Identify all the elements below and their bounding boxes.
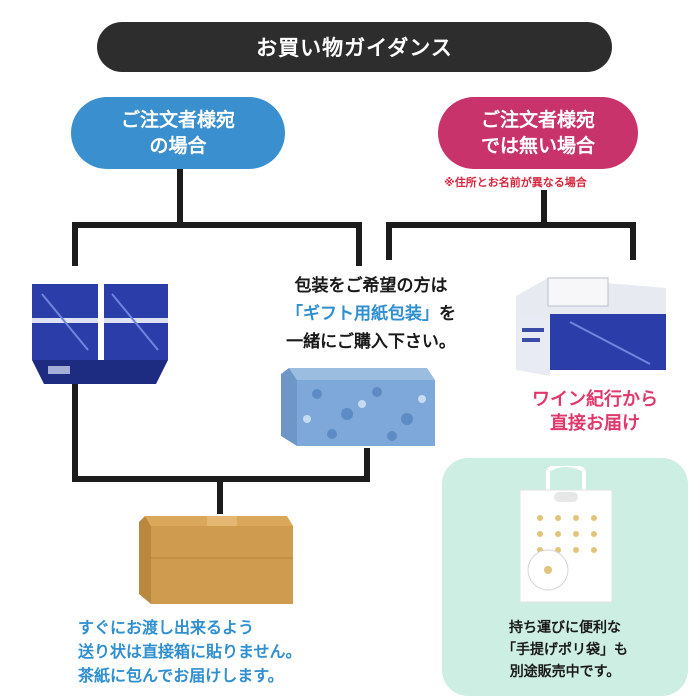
gift-wrap-product-name: 「ギフト用紙包装」 [286,304,439,324]
bottom-note-line2: 送り状は直接箱に貼りません。 [78,642,302,661]
gift-wrap-line3: 一緒にご購入下さい。 [286,332,456,352]
case-same-address-line1: ご注文者様宛 [120,109,235,131]
connector-left-bar [72,222,362,228]
connector-right-stem [541,190,547,226]
connector-left-stem [177,169,183,226]
connector-right-drop-b [630,222,636,260]
wine-box-blue-icon [32,284,168,384]
case-other-address-line1: ご注文者様宛 [480,109,595,131]
connector-left-down [72,380,78,480]
case-other-address-badge: ご注文者様宛 では無い場合 [438,97,638,169]
connector-left-drop-a [72,222,78,266]
connector-left-drop-b [356,222,362,266]
case-other-address-line2: では無い場合 [480,135,595,157]
page-title: お買い物ガイダンス [97,22,612,72]
bag-info-line2: 「手提げポリ袋」も [502,642,628,658]
direct-shipping-line2: 直接お届け [550,413,640,434]
case-same-address-line2: の場合 [149,135,207,157]
gift-wrap-line2: 「ギフト用紙包装」を [256,300,486,328]
connector-right-up [364,448,370,482]
case-same-address-badge: ご注文者様宛 の場合 [71,97,285,169]
wine-box-open-icon [516,277,666,376]
bag-info-line1: 持ち運びに便利な [509,620,621,636]
connector-right-bar [386,222,636,228]
case-other-address-note: ※住所とお名前が異なる場合 [444,176,587,189]
bottom-note-line1: すぐにお渡し出来るよう [78,618,255,637]
connector-center-down [217,476,223,514]
gift-wrap-line2-suffix: を [439,304,456,324]
bag-info-text: 持ち運びに便利な 「手提げポリ袋」も 別途販売中です。 [442,617,688,683]
bag-info-line3: 別途販売中です。 [509,664,621,680]
direct-shipping-line1: ワイン紀行から [532,389,658,410]
plastic-bag-icon [519,466,613,603]
connector-right-drop-a [386,222,392,260]
bottom-note-line3: 茶紙に包んでお届けします。 [78,666,284,685]
gift-wrapped-box-icon [281,368,435,446]
gift-wrap-line1: 包装をご希望の方は [294,276,448,296]
cardboard-box-icon [139,516,293,604]
gift-wrap-instructions: 包装をご希望の方は 「ギフト用紙包装」を 一緒にご購入下さい。 [256,272,486,356]
bottom-note: すぐにお渡し出来るよう 送り状は直接箱に貼りません。 茶紙に包んでお届けします。 [78,616,398,688]
direct-shipping-label: ワイン紀行から 直接お届け [500,388,690,436]
